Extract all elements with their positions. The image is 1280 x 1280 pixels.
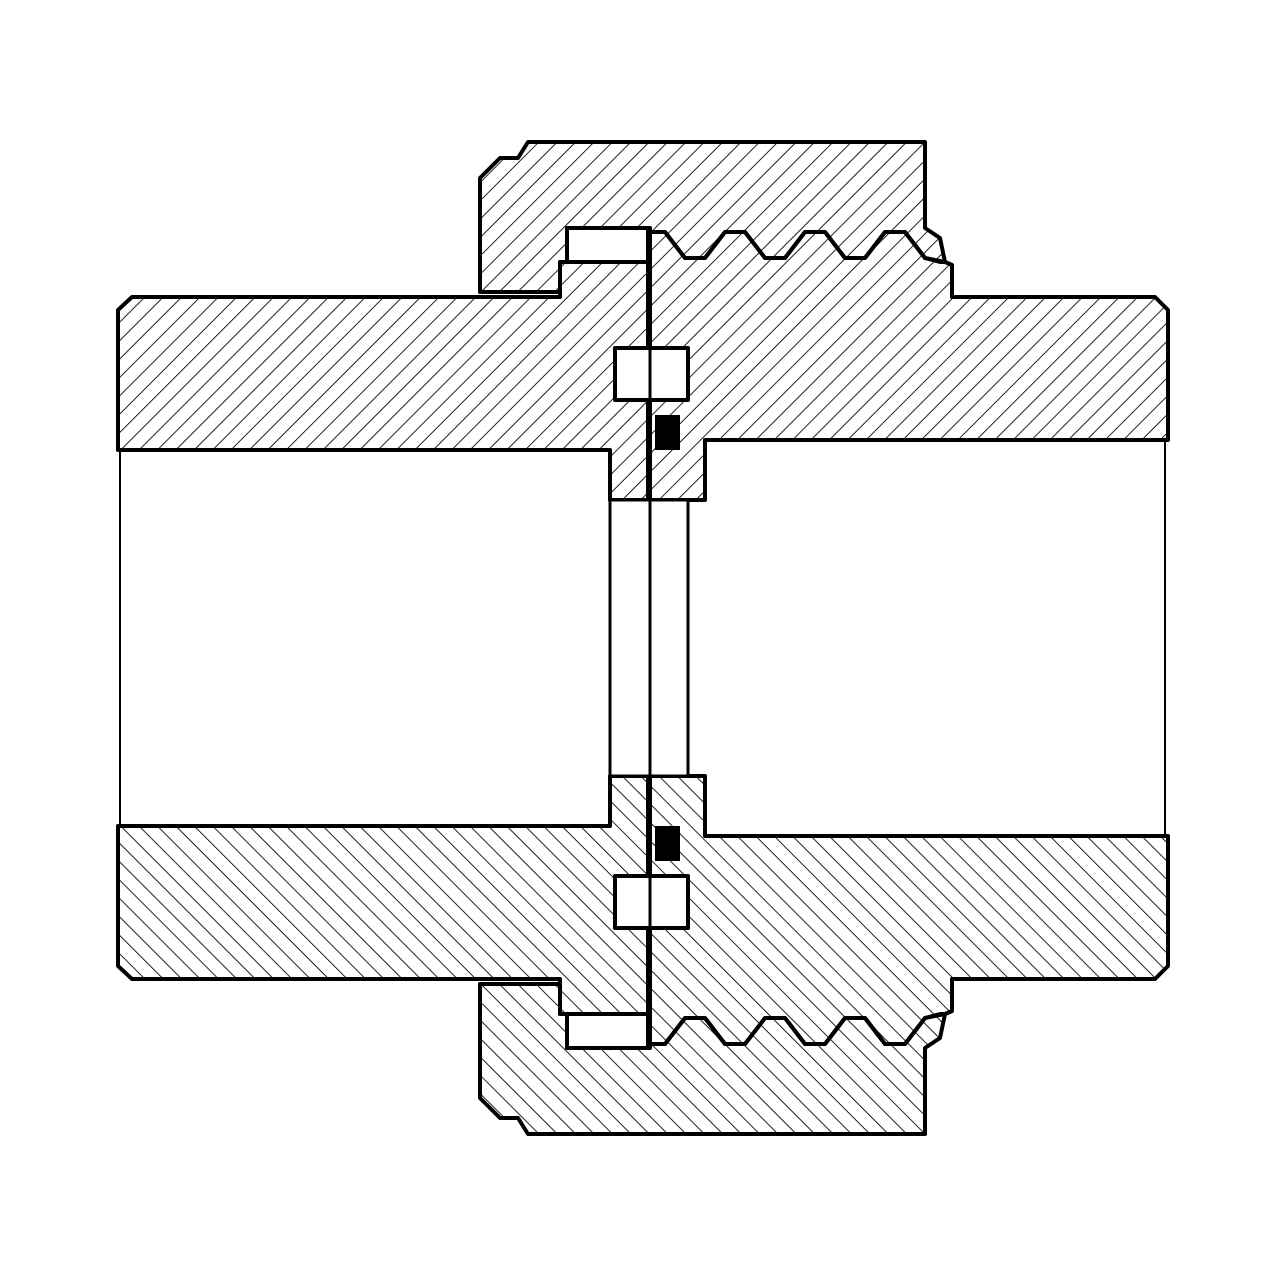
lower-half (116, 774, 1170, 1136)
threaded-body (648, 230, 1170, 502)
upper-half (116, 140, 1170, 502)
nut-slot (565, 226, 650, 264)
gasket (608, 498, 690, 778)
seal-marker (655, 415, 680, 450)
tail-piece (116, 260, 650, 502)
thread-profile (650, 230, 946, 264)
